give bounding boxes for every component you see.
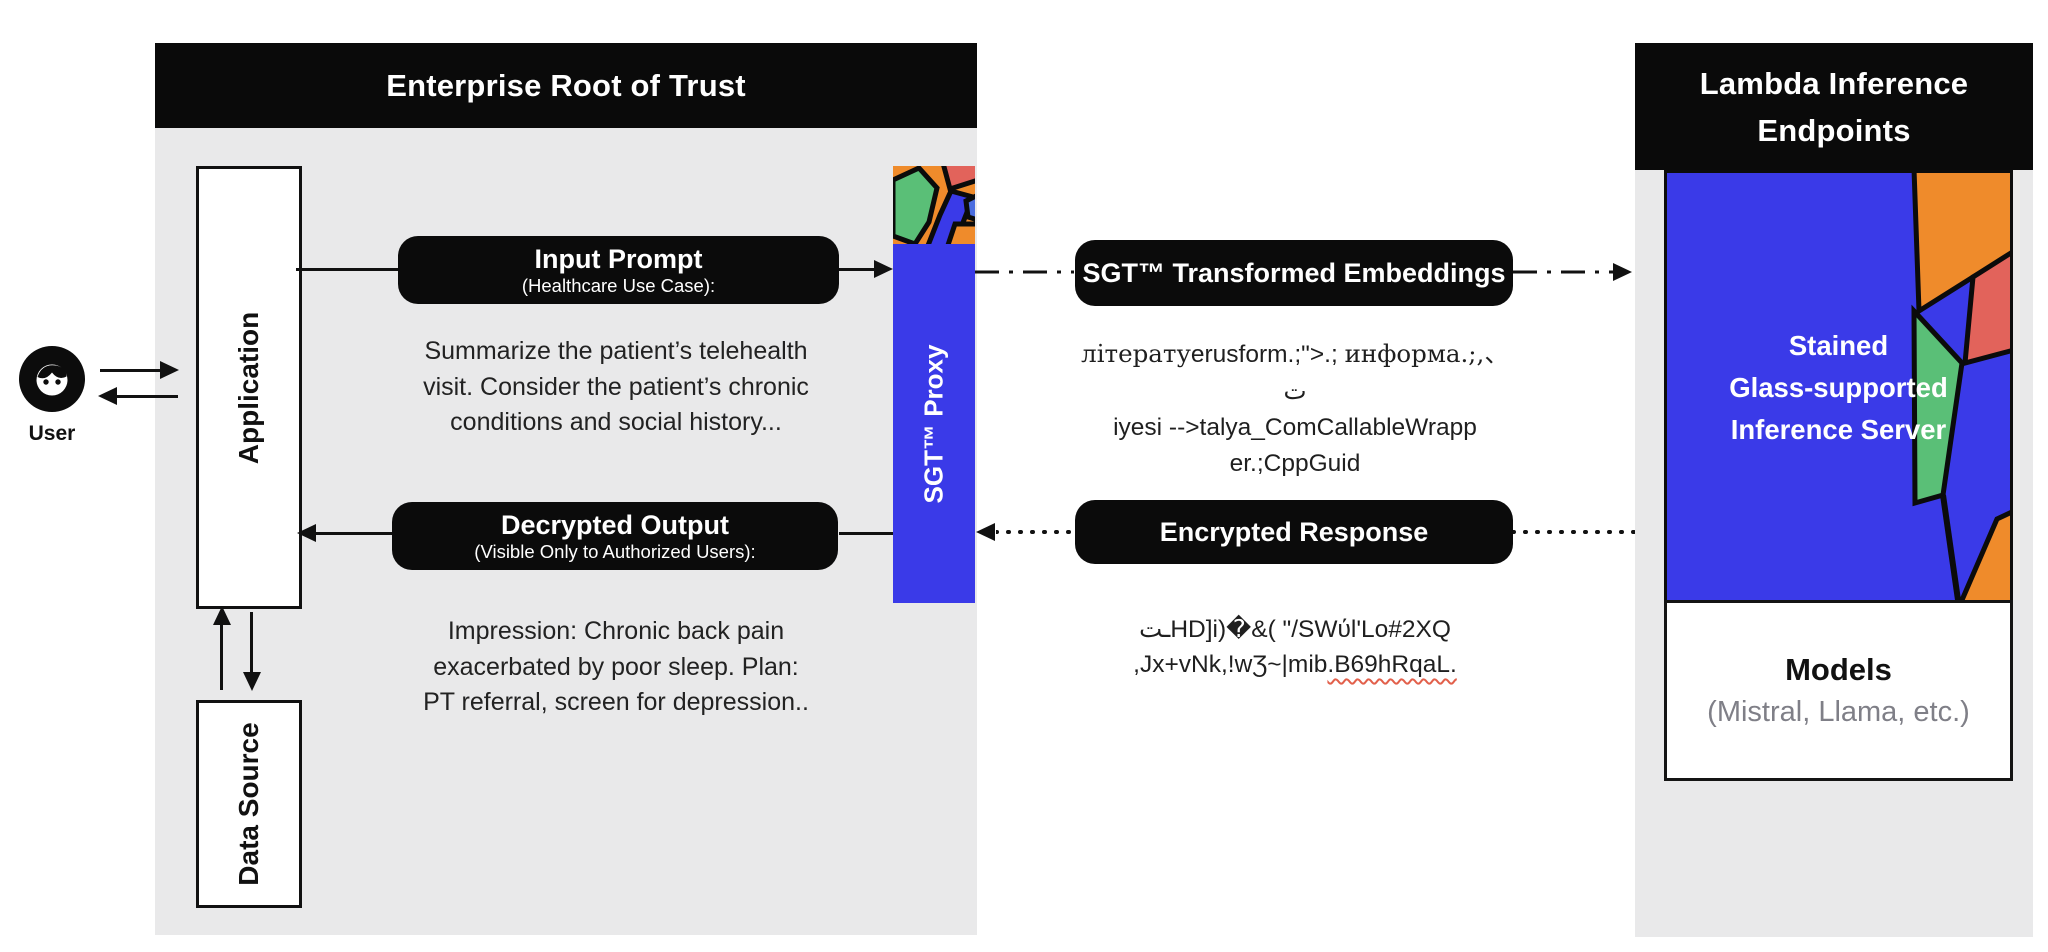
- stained-glass-pattern-large: [1667, 173, 2010, 603]
- embeddings-to-lambda-connector: [1513, 270, 1614, 274]
- sgt-proxy-label: SGT™ Proxy: [918, 344, 949, 503]
- stained-glass-pattern-small: [893, 166, 975, 244]
- input-to-proxy-arrowhead: [874, 260, 893, 278]
- encrypted-body-line1: ـتHD]i)�&( "/SWύl'Lo#2XQ: [1139, 616, 1451, 643]
- output-to-app-line: [315, 532, 392, 535]
- enterprise-title: Enterprise Root of Trust: [386, 68, 746, 103]
- input-prompt-pill: Input Prompt (Healthcare Use Case):: [398, 236, 839, 304]
- data-source-box: Data Source: [196, 700, 302, 908]
- encrypted-response-pill: Encrypted Response: [1075, 500, 1513, 564]
- embeddings-body-rest: iyesi -->talya_ComCallableWrapp er.;CppG…: [1113, 414, 1477, 477]
- decrypted-output-subtitle: (Visible Only to Authorized Users):: [474, 541, 756, 562]
- app-to-input-line: [296, 268, 400, 271]
- user-icon: [19, 346, 85, 412]
- application-label: Application: [233, 311, 264, 464]
- sgt-proxy-label-zone: SGT™ Proxy: [893, 244, 975, 603]
- embeddings-body-cyr-tail: информа.;,、ت: [1283, 339, 1509, 405]
- user-group: User: [0, 346, 104, 446]
- app-to-datasource-line: [250, 612, 253, 674]
- embeddings-body: літератуerusform.;">.; информа.;,、ت iyes…: [1078, 336, 1512, 482]
- models-title: Models: [1785, 652, 1892, 687]
- encrypted-body-misspelled: .B69hRqaL.: [1327, 651, 1457, 678]
- proxy-to-embeddings-connector: [975, 270, 1074, 274]
- embeddings-title: SGT™ Transformed Embeddings: [1082, 257, 1506, 288]
- response-to-proxy-arrowhead: [976, 523, 995, 541]
- lambda-title: Lambda Inference Endpoints: [1699, 65, 1969, 148]
- app-to-user-arrowhead: [98, 387, 117, 405]
- inference-server-box: Stained Glass-supported Inference Server: [1664, 170, 2013, 606]
- lambda-panel-header: Lambda Inference Endpoints: [1635, 43, 2033, 170]
- enterprise-panel-header: Enterprise Root of Trust: [155, 43, 977, 128]
- embeddings-pill: SGT™ Transformed Embeddings: [1075, 240, 1513, 306]
- models-box: Models (Mistral, Llama, etc.): [1664, 600, 2013, 781]
- decrypted-output-title: Decrypted Output: [500, 510, 729, 540]
- app-to-datasource-arrowhead: [243, 672, 261, 691]
- output-to-app-arrowhead: [297, 524, 316, 542]
- decrypted-output-pill: Decrypted Output (Visible Only to Author…: [392, 502, 838, 570]
- encrypted-body-line2: ,Jx+vNk,!wƷ~|mib: [1133, 651, 1328, 678]
- inference-server-label: Stained Glass-supported Inference Server: [1729, 330, 1948, 445]
- proxy-to-output-line: [839, 532, 893, 535]
- application-box: Application: [196, 166, 302, 609]
- encrypted-response-title: Encrypted Response: [1159, 516, 1429, 547]
- user-label: User: [28, 422, 76, 445]
- input-prompt-body: Summarize the patient’s telehealth visit…: [423, 337, 809, 436]
- response-to-proxy-connector: [996, 530, 1074, 534]
- embeddings-body-latin: erusform.;">.;: [1190, 341, 1345, 368]
- decrypted-output-body: Impression: Chronic back pain exacerbate…: [423, 617, 809, 716]
- input-prompt-subtitle: (Healthcare Use Case):: [521, 275, 716, 296]
- models-subtitle: (Mistral, Llama, etc.): [1707, 696, 1970, 728]
- input-to-proxy-line: [839, 268, 877, 271]
- sgt-proxy-bar: SGT™ Proxy: [893, 166, 975, 603]
- user-to-app-arrowhead: [160, 361, 179, 379]
- embeddings-body-cyr-lead: літерату: [1081, 339, 1191, 368]
- encrypted-response-body: ـتHD]i)�&( "/SWύl'Lo#2XQ ,Jx+vNk,!wƷ~|mib…: [1085, 612, 1505, 682]
- app-to-user-line: [116, 395, 178, 398]
- embeddings-to-lambda-arrowhead: [1613, 263, 1632, 281]
- data-source-label: Data Source: [233, 722, 264, 886]
- datasource-to-app-line: [220, 624, 223, 690]
- datasource-to-app-arrowhead: [213, 606, 231, 625]
- user-to-app-line: [100, 369, 162, 372]
- lambda-to-response-connector: [1513, 530, 1635, 534]
- input-prompt-title: Input Prompt: [534, 244, 703, 274]
